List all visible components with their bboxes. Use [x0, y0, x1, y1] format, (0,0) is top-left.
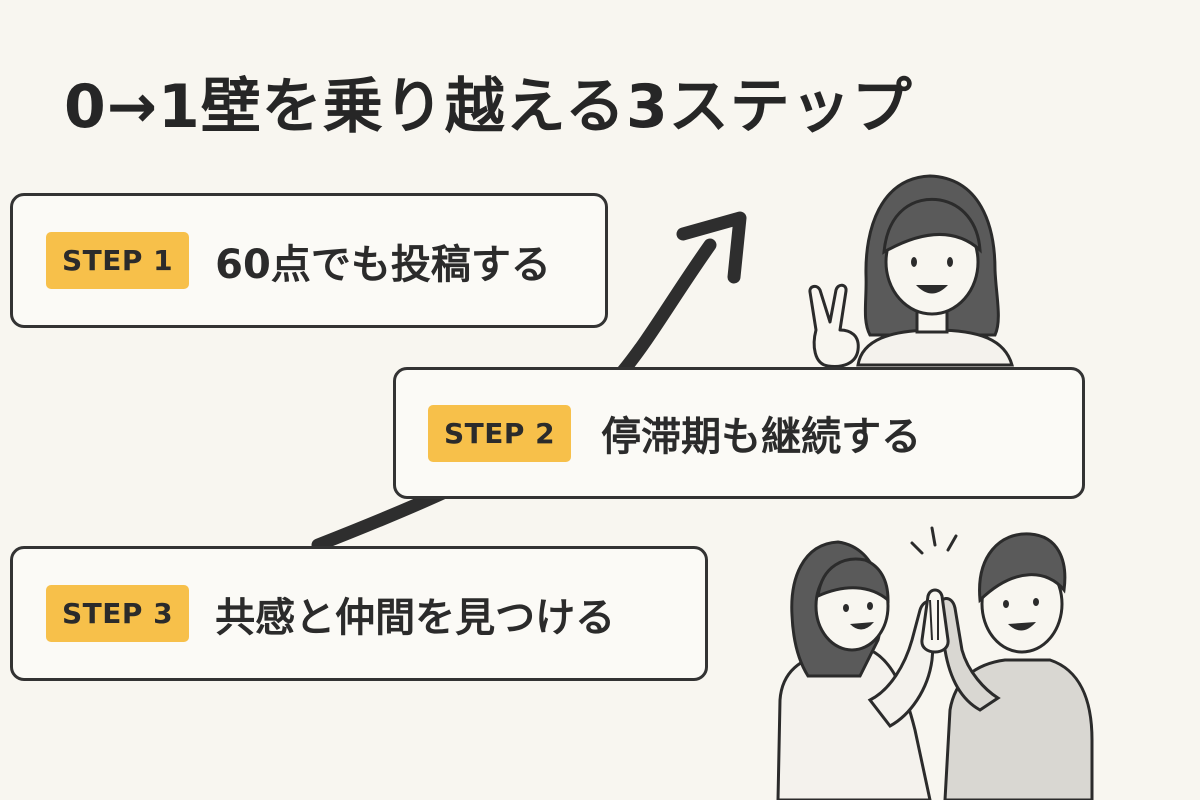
step-text: 60点でも投稿する — [215, 241, 551, 288]
step-text: 停滞期も継続する — [601, 414, 922, 460]
step-badge: STEP 3 — [46, 585, 190, 642]
step-badge: STEP 2 — [428, 404, 572, 462]
step-card-3: STEP 3 共感と仲間を見つける — [10, 546, 708, 681]
step-badge: STEP 1 — [46, 232, 190, 289]
page-title: 0→1壁を乗り越える3ステップ — [64, 72, 913, 142]
step-card-1: STEP 1 60点でも投稿する — [10, 193, 608, 328]
step-card-2: STEP 2 停滞期も継続する — [393, 367, 1085, 499]
step-text: 共感と仲間を見つける — [215, 594, 616, 641]
